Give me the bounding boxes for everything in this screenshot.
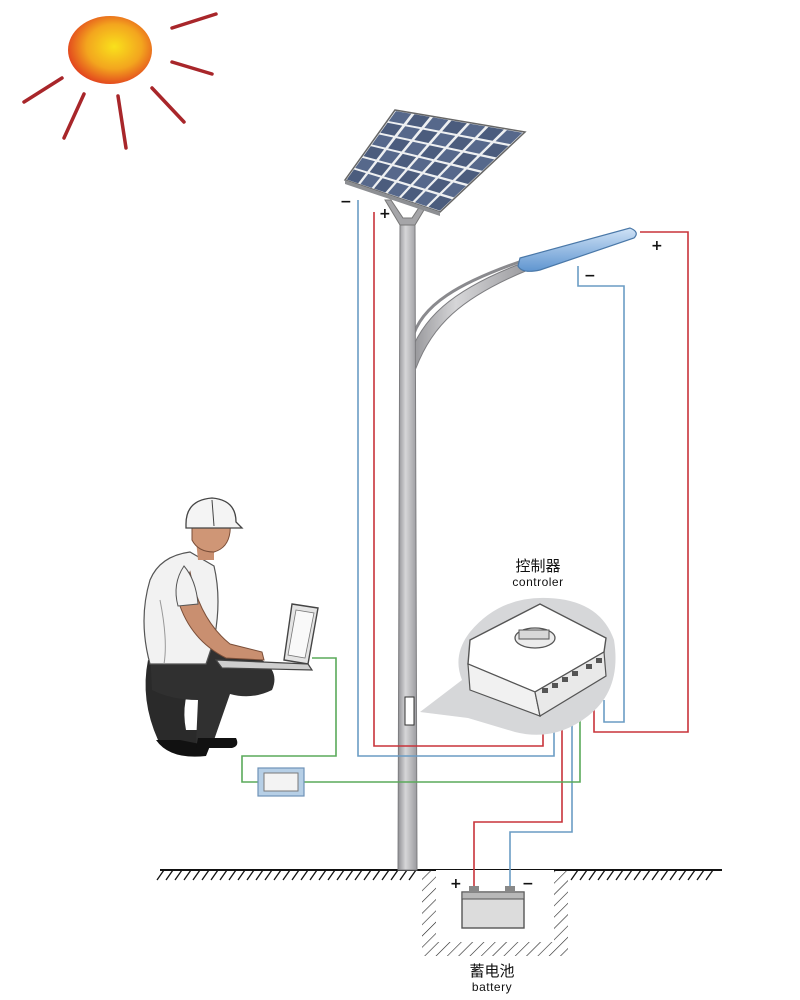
wire-lamp-positive [593, 231, 689, 733]
wire-battery-negative [509, 700, 573, 892]
panel-negative-mark: − [340, 194, 352, 210]
lamp-positive-mark: + [651, 238, 663, 254]
battery-icon [461, 886, 525, 929]
controller-icon [467, 603, 607, 717]
battery-negative-mark: − [522, 876, 534, 892]
battery-label-cn: 蓄电池 [469, 962, 514, 980]
sun-icon [22, 12, 218, 150]
battery-label: 蓄电池 battery [469, 962, 514, 994]
battery-positive-mark: + [450, 876, 462, 892]
data-interface-box [257, 767, 305, 797]
technician-icon [143, 497, 275, 757]
wire-battery-positive [473, 700, 563, 892]
street-light-pole [384, 199, 529, 871]
street-lamp-icon [517, 227, 637, 272]
panel-positive-mark: + [379, 206, 391, 222]
controller-label-cn: 控制器 [515, 557, 560, 575]
wire-data-laptop [241, 657, 337, 783]
lamp-negative-mark: − [584, 268, 596, 284]
solar-panel-icon [343, 109, 527, 216]
controller-label-en: controler [512, 575, 563, 589]
laptop-icon [214, 603, 319, 671]
battery-label-en: battery [472, 980, 512, 994]
wire-data-controller [304, 700, 581, 783]
controller-label: 控制器 controler [512, 557, 563, 589]
wire-lamp-negative [577, 266, 625, 723]
